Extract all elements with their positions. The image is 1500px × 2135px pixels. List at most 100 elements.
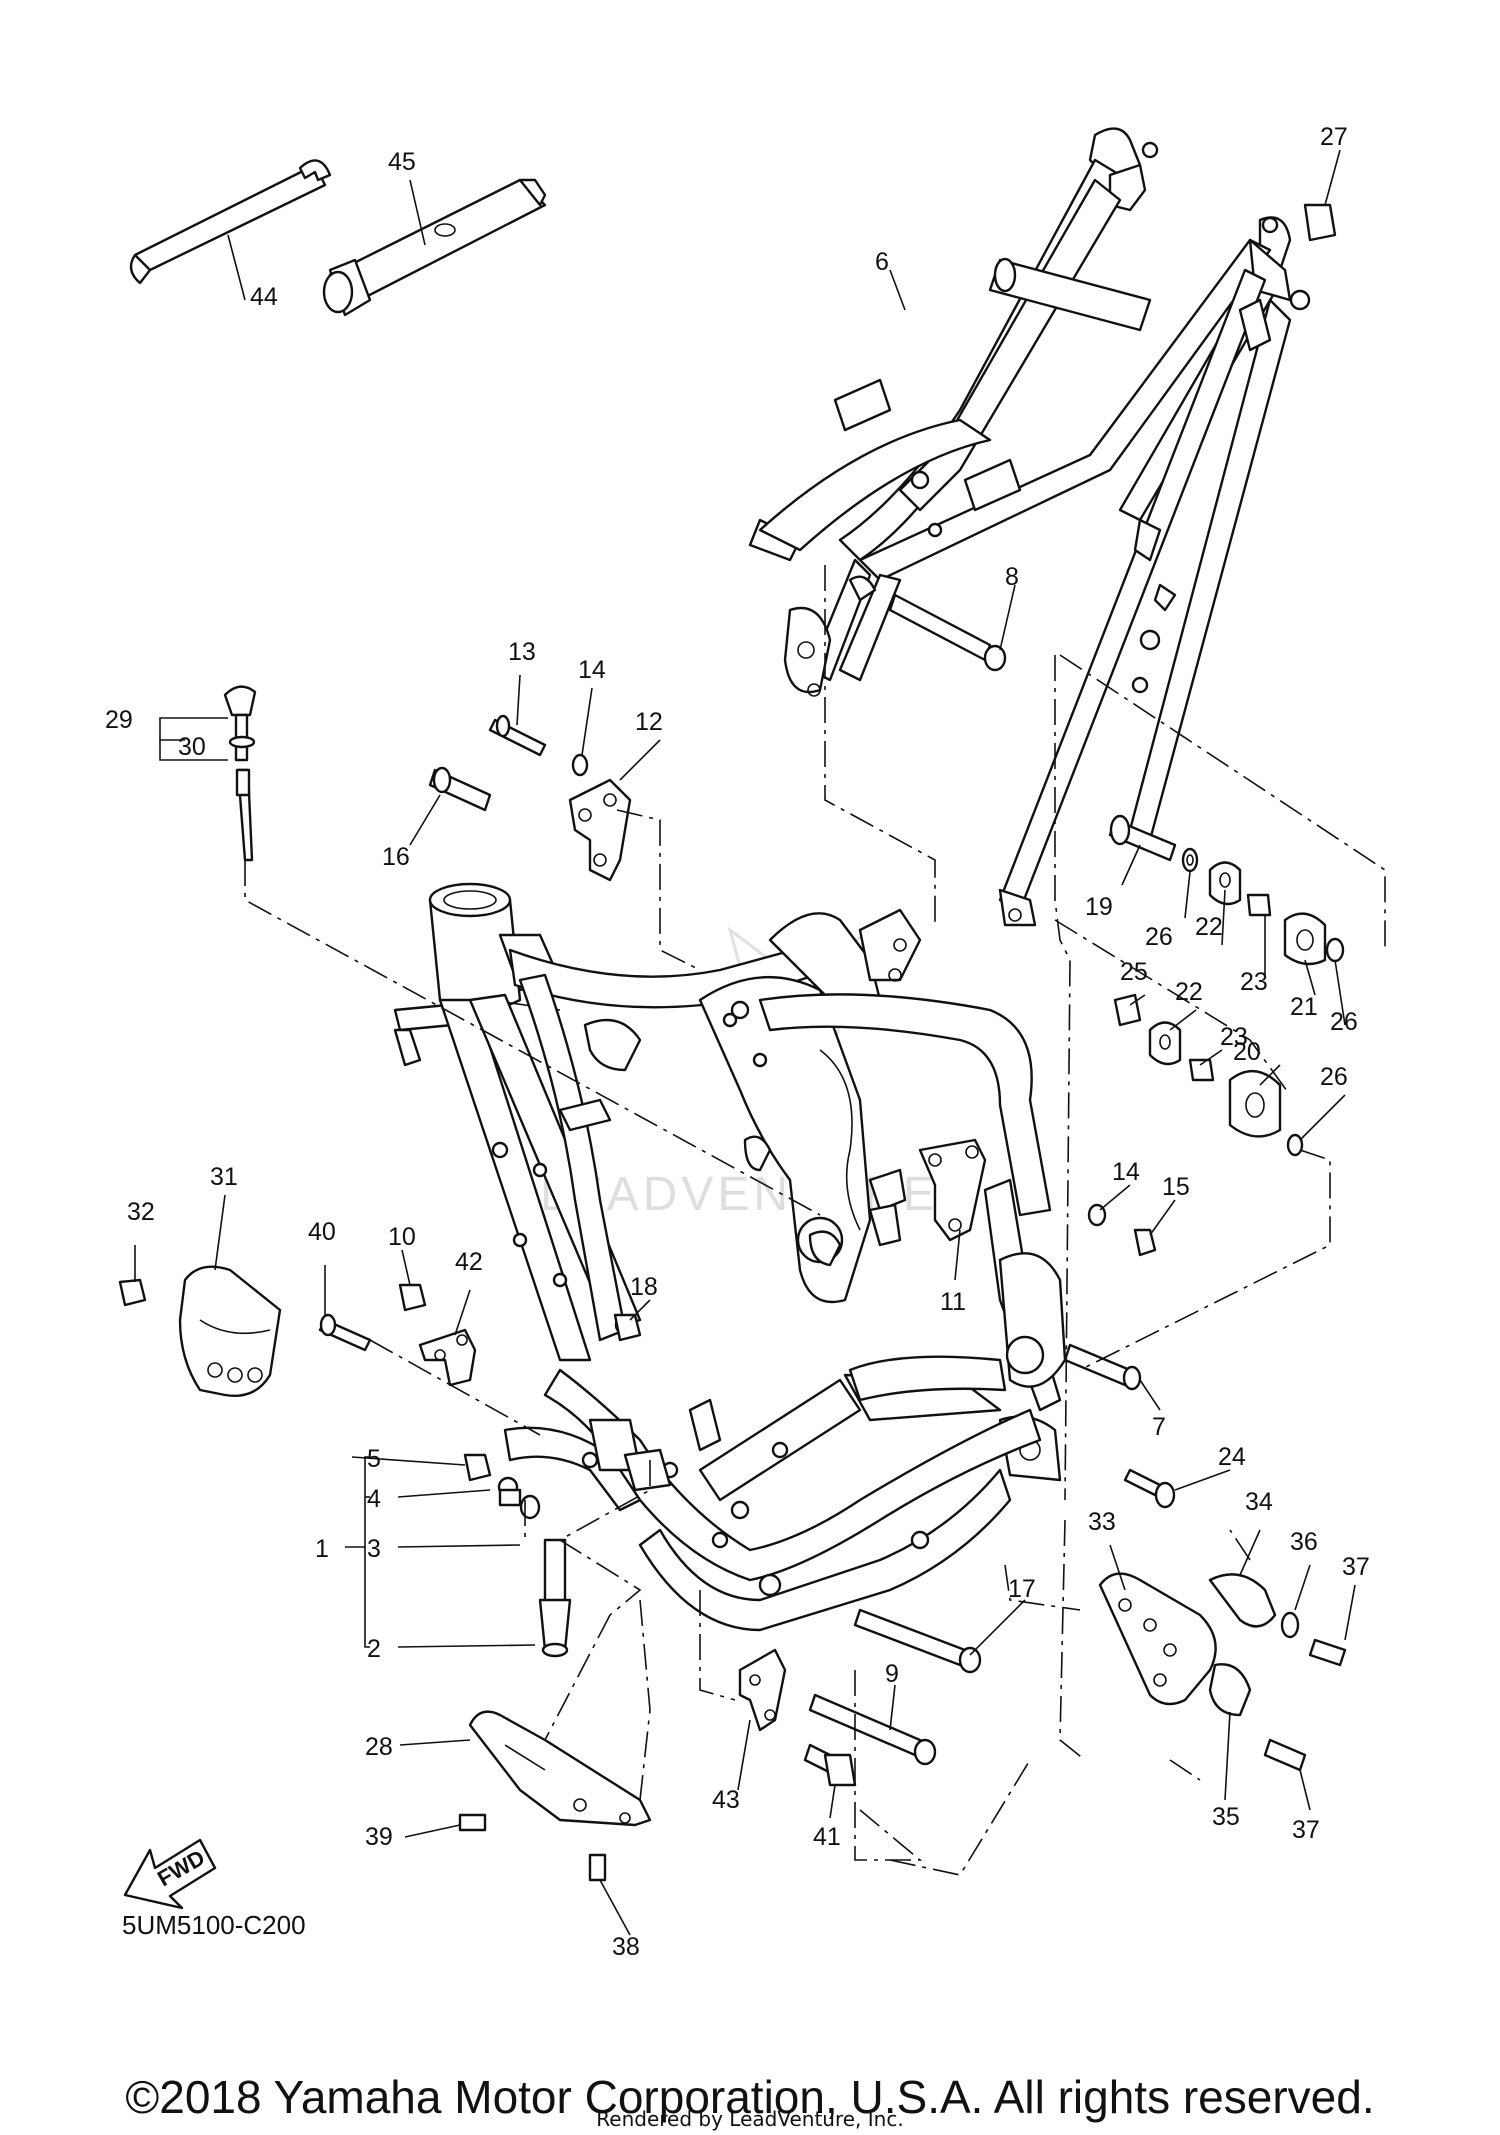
callout-25: 25 xyxy=(1120,958,1148,986)
callout-19: 19 xyxy=(1085,893,1113,921)
bracket-12-hole-b xyxy=(603,793,617,807)
bolt-39 xyxy=(458,1813,487,1832)
callout-26c: 26 xyxy=(1320,1063,1348,1091)
callout-2: 2 xyxy=(367,1635,381,1663)
callout-3: 3 xyxy=(367,1535,381,1563)
callout-numbers: 1 2 3 4 5 6 7 8 9 10 11 12 13 14 14 15 1… xyxy=(105,123,1370,1961)
callout-23: 23 xyxy=(1240,968,1268,996)
callout-26: 26 xyxy=(1145,923,1173,951)
render-credit: Rendered by LeadVenture, Inc. xyxy=(596,2107,904,2131)
callout-27: 27 xyxy=(1320,123,1348,151)
callout-12: 12 xyxy=(635,708,663,736)
bolt-8 xyxy=(888,593,992,662)
bolt-41-collar xyxy=(823,1753,857,1787)
bracket-12-hole-c xyxy=(593,853,607,867)
bolt-9 xyxy=(808,1693,922,1757)
callout-45: 45 xyxy=(388,148,416,176)
bracket-43 xyxy=(738,1648,787,1732)
part-31-guard xyxy=(118,1265,282,1397)
callout-37: 37 xyxy=(1342,1553,1370,1581)
callout-37b: 37 xyxy=(1292,1816,1320,1844)
bracket-12-hole-a xyxy=(578,808,592,822)
callout-40: 40 xyxy=(308,1218,336,1246)
callout-21: 21 xyxy=(1290,993,1318,1021)
bracket-42-hole-b xyxy=(456,1334,468,1346)
guide-lines xyxy=(244,565,1386,1876)
bolt-38 xyxy=(588,1853,607,1882)
bolt-40-head xyxy=(319,1313,337,1337)
washer-36 xyxy=(1280,1611,1300,1639)
bolt-16-head xyxy=(432,766,452,794)
callout-28: 28 xyxy=(365,1733,393,1761)
bracket-43-hole-a xyxy=(749,1674,761,1686)
bracket-12 xyxy=(568,778,632,882)
bracket-42-hole-a xyxy=(434,1349,446,1361)
part-28-skid-plate xyxy=(468,1710,652,1827)
bolt-9-head xyxy=(913,1738,937,1766)
callout-24: 24 xyxy=(1218,1443,1246,1471)
callout-10: 10 xyxy=(388,1223,416,1251)
part-33-chain-guide xyxy=(1098,1572,1217,1706)
clip-27 xyxy=(1303,203,1337,242)
part-34 xyxy=(1208,1573,1277,1628)
callout-44: 44 xyxy=(250,283,278,311)
nut-10 xyxy=(398,1283,427,1312)
callout-35: 35 xyxy=(1212,1803,1240,1831)
bracket-11-hole-b xyxy=(965,1145,979,1159)
bolt-7-head xyxy=(1122,1365,1142,1391)
callout-39: 39 xyxy=(365,1823,393,1851)
callout-9: 9 xyxy=(885,1660,899,1688)
bracket-42 xyxy=(418,1328,477,1387)
callout-13: 13 xyxy=(508,638,536,666)
callout-4: 4 xyxy=(367,1485,381,1513)
callout-5: 5 xyxy=(367,1445,381,1473)
callout-23b: 23 xyxy=(1220,1023,1248,1051)
bolt-17 xyxy=(853,1608,967,1667)
washer-14 xyxy=(571,753,589,777)
bolt-37b xyxy=(1263,1738,1307,1772)
engine-mount-hardware xyxy=(1108,814,1345,1157)
callout-43: 43 xyxy=(712,1786,740,1814)
copyright-text: ©2018 Yamaha Motor Corporation, U.S.A. A… xyxy=(125,2071,1375,2123)
collar-18 xyxy=(613,1313,642,1342)
callout-42: 42 xyxy=(455,1248,483,1276)
callout-18: 18 xyxy=(630,1273,658,1301)
part-35 xyxy=(1208,1663,1252,1717)
callout-17: 17 xyxy=(1008,1575,1036,1603)
callout-7: 7 xyxy=(1152,1413,1166,1441)
part-44-spanner xyxy=(129,159,332,285)
callout-22: 22 xyxy=(1195,913,1223,941)
callout-36: 36 xyxy=(1290,1528,1318,1556)
part-45-wrench xyxy=(322,178,547,317)
callout-32: 32 xyxy=(127,1198,155,1226)
bolt-8-head xyxy=(983,644,1007,672)
leader-lines xyxy=(134,149,1356,1936)
bolt-17-head xyxy=(958,1646,982,1674)
callout-26b: 26 xyxy=(1330,1008,1358,1036)
bracket-11-hole-c xyxy=(948,1218,962,1232)
part-29-dipstick xyxy=(223,685,257,862)
part-1-drain-set xyxy=(463,1453,572,1658)
nut-15 xyxy=(1133,1228,1157,1257)
callout-14: 14 xyxy=(578,656,606,684)
callout-6: 6 xyxy=(875,248,889,276)
diagram-code: 5UM5100-C200 xyxy=(122,1910,306,1940)
main-frame xyxy=(393,882,1067,1632)
callout-30: 30 xyxy=(178,733,206,761)
callout-34: 34 xyxy=(1245,1488,1273,1516)
bracket-43-hole-b xyxy=(764,1709,776,1721)
bolt-24 xyxy=(1123,1468,1162,1497)
callout-20: 20 xyxy=(1233,1038,1261,1066)
callout-16: 16 xyxy=(382,843,410,871)
callout-22b: 22 xyxy=(1175,978,1203,1006)
callout-1: 1 xyxy=(315,1535,329,1563)
callout-31: 31 xyxy=(210,1163,238,1191)
callout-8: 8 xyxy=(1005,563,1019,591)
callout-38: 38 xyxy=(612,1933,640,1961)
callout-14b: 14 xyxy=(1112,1158,1140,1186)
callout-29: 29 xyxy=(105,706,133,734)
callout-41: 41 xyxy=(813,1823,841,1851)
sub-frame xyxy=(748,127,1337,927)
